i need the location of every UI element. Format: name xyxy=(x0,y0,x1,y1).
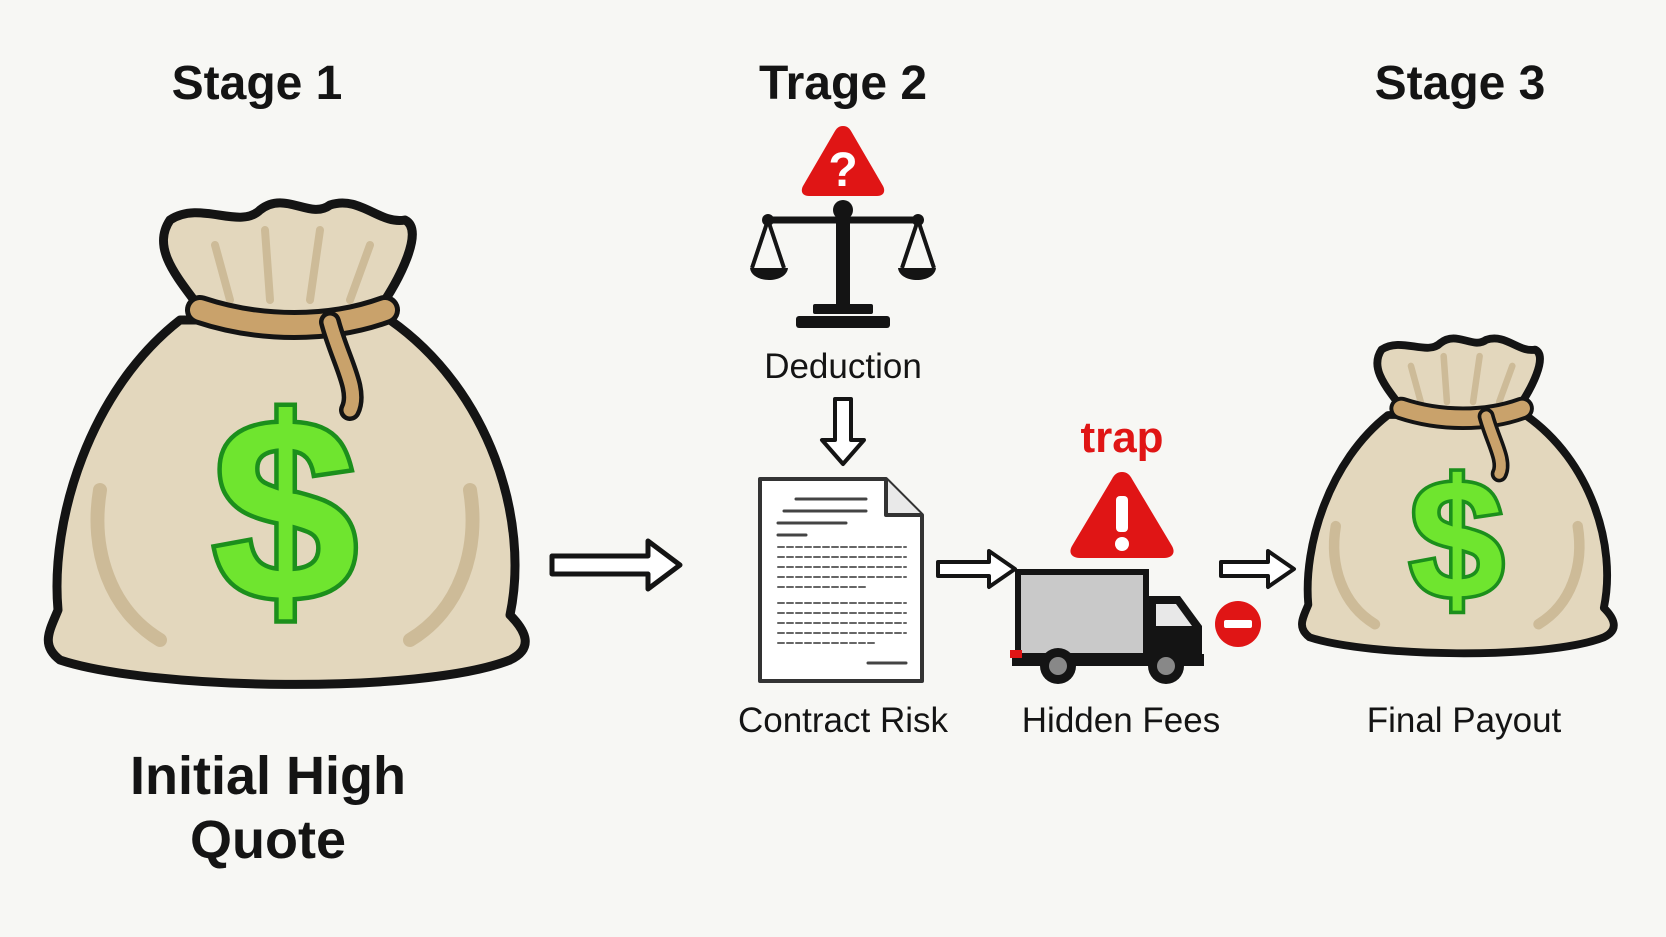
label-line-1: Initial High xyxy=(130,746,406,806)
contract-risk-label: Contract Risk xyxy=(737,701,949,740)
truck-icon xyxy=(1010,569,1204,684)
final-payout-label: Final Payout xyxy=(1366,701,1562,740)
arrow-right-icon xyxy=(936,549,1017,589)
arrow-right-icon xyxy=(1219,549,1296,589)
trap-label: trap xyxy=(1080,413,1164,462)
svg-text:$: $ xyxy=(213,366,358,656)
minus-circle-icon xyxy=(1215,601,1261,647)
money-bag-icon: $ xyxy=(43,198,530,689)
stage-3-title: Stage 3 xyxy=(1374,57,1546,110)
arrow-down-icon xyxy=(820,397,866,466)
svg-text:$: $ xyxy=(1409,445,1504,635)
question-warning-icon: ? xyxy=(801,126,885,197)
contract-document-icon xyxy=(758,477,924,683)
initial-high-quote-label: Initial High Quote xyxy=(58,745,478,872)
exclamation-warning-icon xyxy=(1070,472,1174,558)
money-bag-icon: $ xyxy=(1298,334,1618,658)
svg-text:?: ? xyxy=(828,144,857,197)
deduction-label: Deduction xyxy=(764,347,922,386)
arrow-right-icon xyxy=(549,538,683,592)
stage-1-title: Stage 1 xyxy=(171,57,343,110)
stage-2-title: Trage 2 xyxy=(758,57,928,110)
scales-icon xyxy=(750,200,936,328)
hidden-fees-label: Hidden Fees xyxy=(1021,701,1221,740)
label-line-2: Quote xyxy=(190,809,346,870)
